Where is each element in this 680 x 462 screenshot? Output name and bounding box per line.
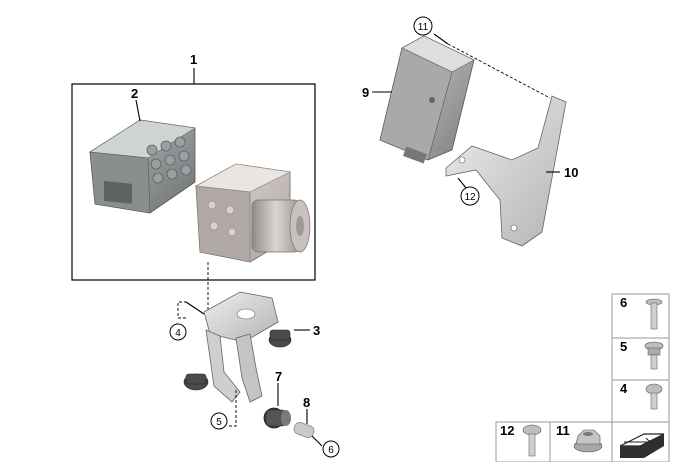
module-bracket-illustration	[445, 95, 567, 247]
callout-7: 7	[275, 369, 282, 384]
fit-line-module	[447, 43, 551, 99]
callout-5: 5	[216, 417, 222, 428]
callout-6-circle: 6	[322, 440, 340, 458]
callout-12: 12	[464, 192, 476, 203]
sleeve-illustration	[293, 409, 323, 447]
legend-label-5: 5	[620, 339, 627, 354]
hydraulic-unit-illustration	[195, 163, 311, 263]
fit-line-screw-4	[177, 301, 186, 319]
control-unit-illustration	[89, 99, 196, 214]
callout-8: 8	[303, 395, 310, 410]
abs-assembly-frame	[71, 68, 316, 281]
legend-label-12: 12	[500, 423, 514, 438]
control-module-illustration	[372, 35, 475, 164]
callout-11: 11	[418, 22, 429, 33]
callout-10: 10	[564, 165, 578, 180]
legend-label-6: 6	[620, 295, 627, 310]
fit-line-screw-5	[228, 390, 237, 427]
fastener-legend	[495, 293, 670, 462]
callout-4-circle: 4	[169, 323, 187, 341]
bracket-illustration	[183, 291, 310, 403]
callout-9: 9	[362, 85, 369, 100]
catalog-arrow-icon	[619, 433, 665, 458]
legend-label-11: 11	[556, 423, 570, 438]
screw-4-icon	[645, 383, 663, 410]
screw-5-icon	[644, 341, 664, 370]
callout-4: 4	[175, 328, 181, 339]
screw-12-icon	[522, 424, 542, 457]
legend-label-4: 4	[620, 381, 628, 396]
bolt-6-icon	[645, 298, 663, 330]
callout-6: 6	[328, 445, 334, 456]
callout-1: 1	[190, 52, 197, 67]
grommet-illustration	[263, 383, 291, 429]
callout-12-circle: 12	[460, 186, 480, 206]
flange-nut-11-icon	[573, 429, 603, 453]
callout-5-circle: 5	[210, 412, 228, 430]
callout-2: 2	[131, 86, 138, 101]
callout-3: 3	[313, 323, 320, 338]
callout-11-circle: 11	[413, 16, 433, 36]
